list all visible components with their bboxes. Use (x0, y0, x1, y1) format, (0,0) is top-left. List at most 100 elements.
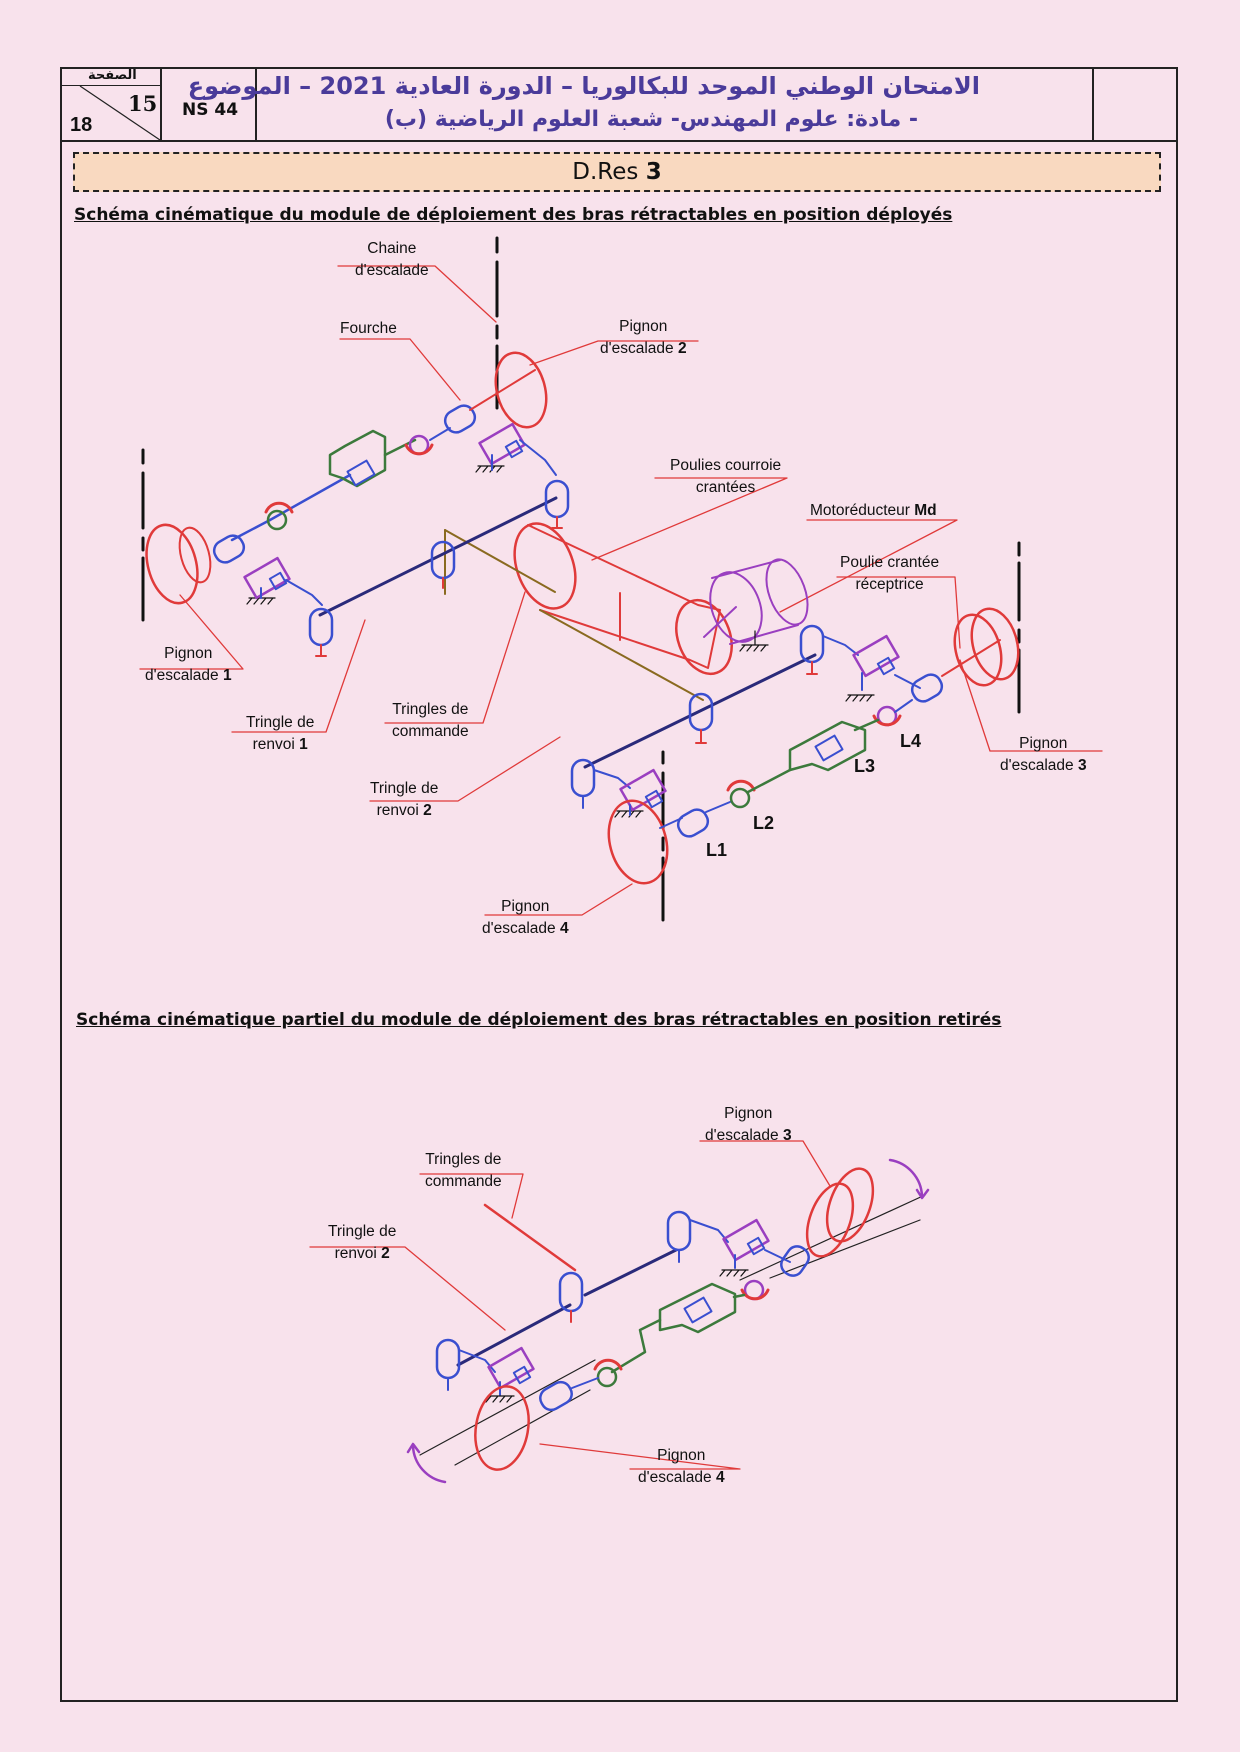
label-part: d'escalade (600, 340, 678, 357)
label-number: 3 (1077, 757, 1087, 774)
label-pignon-1: Pignon d'escalade 1 (145, 643, 232, 687)
label-text: commande (425, 1173, 502, 1190)
label-text: d'escalade (355, 262, 429, 279)
label-motoreducteur: Motoréducteur Md (810, 500, 937, 522)
total-pages: 18 (70, 114, 93, 136)
header-col-1 (160, 67, 162, 141)
exam-code: NS 44 (182, 100, 239, 120)
label-text: d'escalade 2 (600, 338, 687, 360)
label-number: 3 (782, 1127, 792, 1144)
return-rods-retracted (456, 1248, 678, 1367)
label-part: d'escalade (482, 920, 560, 937)
label-text: Pignon (1019, 735, 1068, 752)
page-number: 15 (128, 91, 158, 116)
arm-right-top (799, 607, 1020, 732)
label-number: 2 (423, 802, 432, 819)
label-number: 2 (677, 340, 687, 357)
label-text: d'escalade 4 (638, 1467, 725, 1489)
label2-tringle-renvoi-2: Tringle de renvoi 2 (328, 1221, 396, 1265)
header-title-line1: الامتحان الوطني الموحد للبكالوريا – الدو… (187, 72, 980, 100)
leader-lines-1 (139, 265, 1103, 916)
label-text: Tringle de (246, 714, 315, 731)
dres-banner: D.Res 3 (73, 152, 1161, 192)
label-part: d'escalade (638, 1469, 716, 1486)
label-pignon-2: Pignon d'escalade 2 (600, 316, 687, 360)
label-text: Pignon (724, 1105, 773, 1122)
motor-reducer (703, 558, 809, 645)
page-frame (60, 67, 1178, 1702)
axes-2 (419, 1194, 926, 1466)
label-text: Chaine (367, 240, 417, 257)
label-text: Poulies courroie (670, 457, 782, 474)
label-part: renvoi (376, 802, 424, 819)
label2-tringles-commande: Tringles de commande (425, 1149, 502, 1193)
section2-title: Schéma cinématique partiel du module de … (76, 1010, 1002, 1030)
arm-left-bottom (145, 501, 334, 657)
label-part: d'escalade (705, 1127, 783, 1144)
label2-pignon-3: Pignon d'escalade 3 (705, 1103, 792, 1147)
dres-number: 3 (645, 159, 662, 185)
command-rods (444, 529, 704, 701)
label-text: commande (392, 723, 469, 740)
label-text: Pignon (657, 1447, 706, 1464)
label-text: Pignon (619, 318, 668, 335)
label-text: Pignon (501, 898, 550, 915)
label-text: crantées (695, 479, 756, 496)
label-text: Tringle de (370, 780, 439, 797)
tag-L3: L3 (854, 756, 876, 776)
return-rods (318, 496, 817, 769)
section1-title: Schéma cinématique du module de déploiem… (74, 205, 953, 225)
label-text: Motoréducteur (810, 502, 915, 519)
label-tringles-commande: Tringles de commande (392, 699, 469, 743)
label-number: 1 (299, 736, 308, 753)
label-text: renvoi 2 (328, 1243, 396, 1265)
arm-retracted-top (666, 1158, 930, 1301)
arm-left-top (268, 351, 570, 589)
label-part: d'escalade (145, 667, 223, 684)
label-text: Tringle de (328, 1223, 397, 1240)
header-title-line2: - مادة: علوم المهندس- شعبة العلوم الرياض… (384, 107, 918, 132)
header-col-2 (255, 67, 257, 141)
command-rod-retracted (483, 1203, 577, 1272)
linkage-retracted (558, 1271, 746, 1388)
label-pignon-3: Pignon d'escalade 3 (1000, 733, 1087, 777)
label-poulies-courroie: Poulies courroie crantées (670, 455, 781, 499)
label-text: Poulie crantée (840, 554, 940, 571)
label-number: 4 (715, 1469, 725, 1486)
dres-prefix: D.Res (572, 159, 646, 185)
label-number: 4 (559, 920, 569, 937)
leader-lines-2 (309, 1140, 831, 1470)
label-text: réceptrice (855, 576, 924, 593)
label-pignon-4: Pignon d'escalade 4 (482, 896, 569, 940)
label-tringle-renvoi-2: Tringle de renvoi 2 (370, 778, 438, 822)
label-text: renvoi 1 (246, 734, 314, 756)
label-text: d'escalade 4 (482, 918, 569, 940)
arm-retracted-bottom (406, 1338, 599, 1484)
label-text: Tringles de (392, 701, 469, 718)
label-number: 1 (222, 667, 232, 684)
tag-L4: L4 (900, 731, 922, 751)
label-part: renvoi (252, 736, 300, 753)
label-part: renvoi (334, 1245, 382, 1262)
label-text: Pignon (164, 645, 213, 662)
label-number: 2 (381, 1245, 390, 1262)
arm-right-bottom (570, 692, 867, 885)
tag-L1: L1 (706, 840, 728, 860)
label-text: Tringles de (425, 1151, 502, 1168)
label-number: Md (914, 502, 937, 519)
label-chaine-escalade: Chaine d'escalade (355, 238, 429, 282)
label-text: d'escalade 3 (1000, 755, 1087, 777)
label-text: d'escalade 1 (145, 665, 232, 687)
label-part: d'escalade (1000, 757, 1078, 774)
label-tringle-renvoi-1: Tringle de renvoi 1 (246, 712, 314, 756)
belt-pulleys (513, 522, 733, 676)
label-text: Fourche (340, 320, 397, 337)
header-page-label-line (60, 85, 161, 86)
label-fourche: Fourche (340, 318, 397, 340)
page-label: الصفحة (88, 68, 137, 83)
label-text: d'escalade 3 (705, 1125, 792, 1147)
label-poulie-receptrice: Poulie crantée réceptrice (840, 552, 939, 596)
